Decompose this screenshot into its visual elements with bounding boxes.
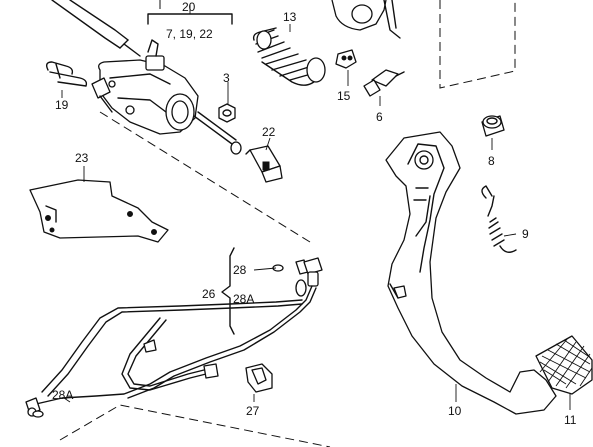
cover-plate	[29, 179, 169, 243]
label-23: 23	[75, 151, 89, 165]
hydraulic-line	[25, 257, 323, 418]
assist-spring	[252, 27, 326, 86]
label-22: 22	[262, 125, 276, 139]
label-3: 3	[223, 71, 230, 85]
pivot-bushing	[481, 115, 505, 137]
label-15: 15	[337, 89, 351, 103]
label-28A-upper: 28A	[233, 292, 254, 306]
label-8: 8	[488, 154, 495, 168]
label-28A-lower: 28A	[52, 388, 73, 402]
return-spring	[481, 185, 517, 253]
label-7-19-22: 7, 19, 22	[166, 27, 213, 41]
label-19: 19	[55, 98, 69, 112]
label-26: 26	[202, 287, 216, 301]
label-10: 10	[448, 404, 462, 418]
label-9: 9	[522, 227, 529, 241]
retaining-clip	[45, 61, 88, 87]
pedal-bracket-top	[331, 0, 405, 97]
pedal-pad	[535, 335, 593, 395]
assembly-boundary-lines	[59, 0, 516, 447]
hex-nut	[218, 103, 236, 123]
clutch-pedal-arm	[385, 131, 557, 415]
label-28: 28	[233, 263, 247, 277]
clutch-hose	[51, 0, 141, 57]
clutch-switch	[245, 145, 283, 183]
line-retaining-clip	[245, 363, 273, 393]
label-6: 6	[376, 110, 383, 124]
label-13: 13	[283, 10, 297, 24]
clutch-master-cylinder	[91, 39, 242, 155]
label-27: 27	[246, 404, 260, 418]
label-20: 20	[182, 0, 196, 14]
label-11: 11	[564, 413, 577, 427]
leader-lines	[61, 4, 571, 410]
